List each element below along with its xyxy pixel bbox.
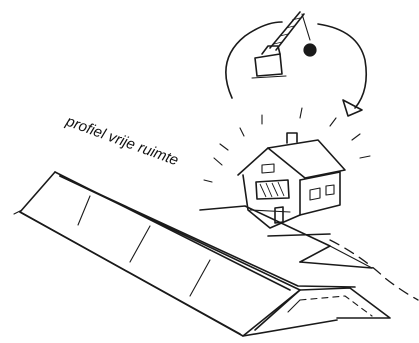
road-embankment [14, 172, 390, 336]
rotation-arrow [226, 22, 366, 116]
crane [252, 12, 316, 78]
house [204, 108, 370, 228]
road-strip [200, 206, 372, 268]
caption-label: profiel vrije ruimte [63, 112, 181, 169]
free-space-dashed-line [330, 240, 418, 300]
